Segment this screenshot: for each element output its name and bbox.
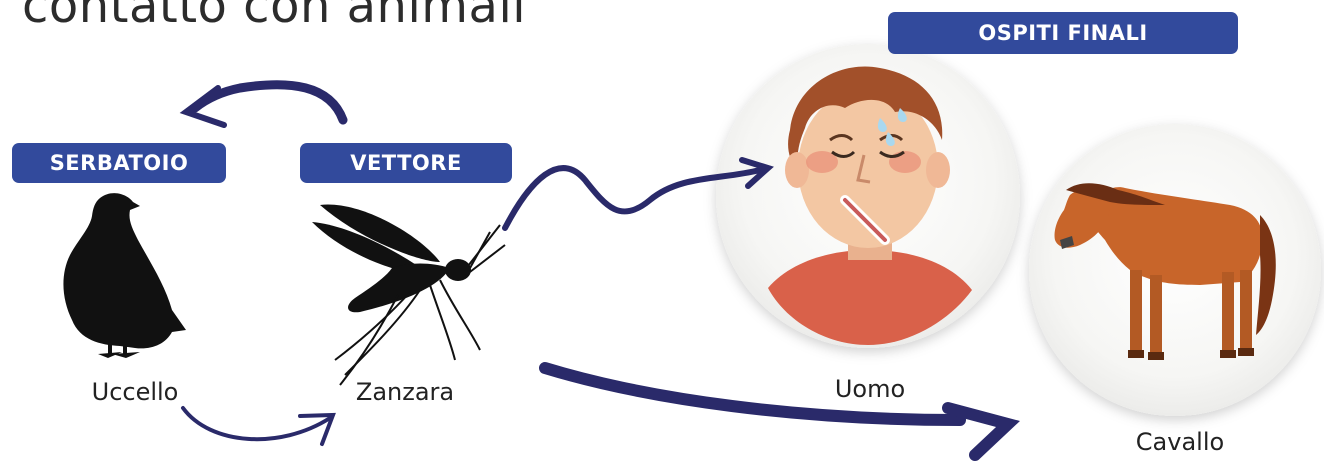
label-bird: Uccello (60, 378, 210, 406)
label-horse: Cavallo (1100, 428, 1260, 456)
arrow-reservoir-to-vector (183, 408, 333, 444)
arrow-vector-to-reservoir (186, 85, 343, 125)
label-human: Uomo (790, 375, 950, 403)
mosquito-silhouette (312, 205, 505, 385)
reservoir-badge: SERBATOIO (12, 143, 226, 183)
final-hosts-badge: OSPITI FINALI (888, 12, 1238, 54)
label-mosquito: Zanzara (330, 378, 480, 406)
bird-silhouette (63, 193, 186, 358)
vector-badge: VETTORE (300, 143, 512, 183)
